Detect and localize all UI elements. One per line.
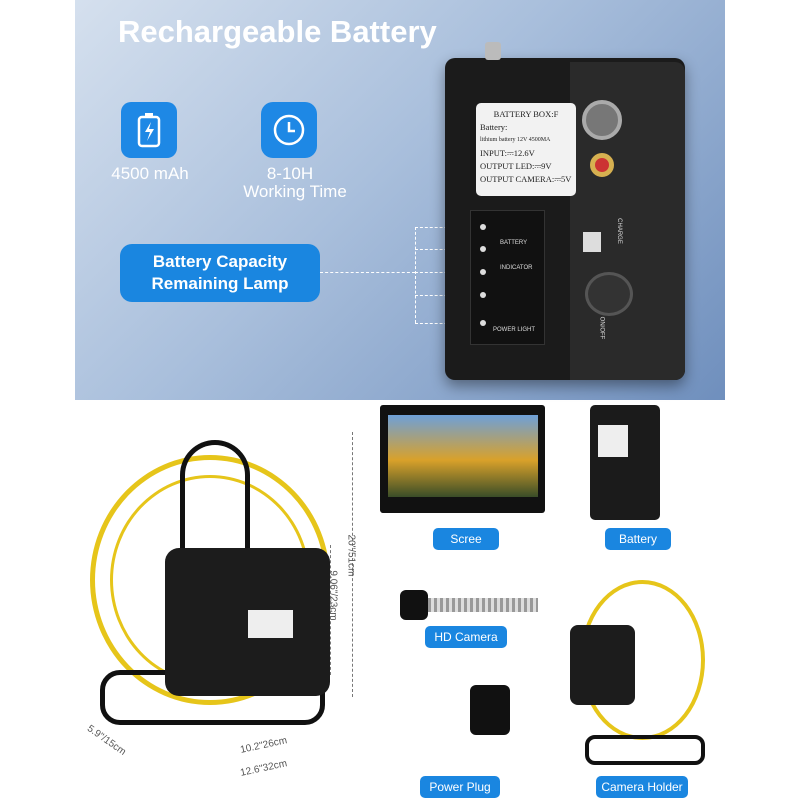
battery-led-4 <box>480 292 486 298</box>
capacity-label: 4500 mAh <box>111 164 189 183</box>
callout-line-1: Battery Capacity <box>152 252 288 271</box>
label-line: INPUT:⎓12.6V <box>480 148 535 158</box>
battery-icon <box>121 102 177 158</box>
holder-case <box>570 625 635 705</box>
monitor-screen <box>388 415 538 497</box>
label-line: OUTPUT CAMERA:⎓5V <box>480 174 572 184</box>
battery-thumb-label <box>598 425 628 457</box>
battery-text: BATTERY <box>500 240 528 246</box>
spec-label: BATTERY BOX:F Battery: lithium battery 1… <box>476 103 576 196</box>
battery-caption: Battery <box>605 528 671 550</box>
carry-case <box>165 548 330 696</box>
battery-led-2 <box>480 246 486 252</box>
battery-lamp-callout: Battery Capacity Remaining Lamp <box>120 244 320 302</box>
onoff-text: ON/OFF <box>598 316 605 340</box>
callout-bracket <box>415 227 416 323</box>
monitor <box>380 405 545 513</box>
power-adapter <box>470 685 510 735</box>
camera-port <box>582 100 622 140</box>
charge-port <box>583 232 601 252</box>
callout-line <box>320 272 415 273</box>
callout-line-2: Remaining Lamp <box>151 274 289 293</box>
screen-caption: Scree <box>433 528 499 550</box>
height-case: 9.06"/23cm <box>327 570 339 621</box>
width-outer: 12.6"32cm <box>239 758 289 779</box>
label-line: OUTPUT LED:⎓9V <box>480 161 552 171</box>
power-knob[interactable] <box>585 272 633 316</box>
power-led <box>480 320 486 326</box>
working-time-label: Working Time <box>243 182 347 201</box>
plug-caption: Power Plug <box>420 776 500 798</box>
height-dim-line <box>352 432 353 697</box>
indicator-panel <box>470 210 545 345</box>
indicator-text: INDICATOR <box>500 265 533 271</box>
camera-head <box>400 590 428 620</box>
label-line: lithium battery 12V 4500MA <box>480 137 551 143</box>
camera-caption: HD Camera <box>425 626 507 648</box>
battery-led-1 <box>480 224 486 230</box>
width-inner: 10.2"26cm <box>239 735 289 756</box>
banner-title: Rechargeable Battery <box>118 14 437 49</box>
height-total: 20"/51cm <box>345 534 357 577</box>
case-label <box>248 610 293 638</box>
depth: 5.9"/15cm <box>84 723 128 758</box>
label-line: BATTERY BOX:F <box>493 109 559 119</box>
clock-icon <box>261 102 317 158</box>
case-dim-line <box>330 545 331 675</box>
reel-handle <box>180 440 250 570</box>
antenna-connector <box>485 42 501 60</box>
battery-thumbnail <box>590 405 660 520</box>
holder-stand <box>585 735 705 765</box>
holder-caption: Camera Holder <box>596 776 688 798</box>
camera-spring <box>428 598 538 612</box>
charge-text: CHARGE <box>615 218 622 244</box>
battery-led-3 <box>480 269 486 275</box>
power-light-text: POWER LIGHT <box>493 327 536 333</box>
working-hours: 8-10H <box>266 164 314 183</box>
label-line: Battery: <box>480 122 508 132</box>
rca-port <box>590 153 614 177</box>
